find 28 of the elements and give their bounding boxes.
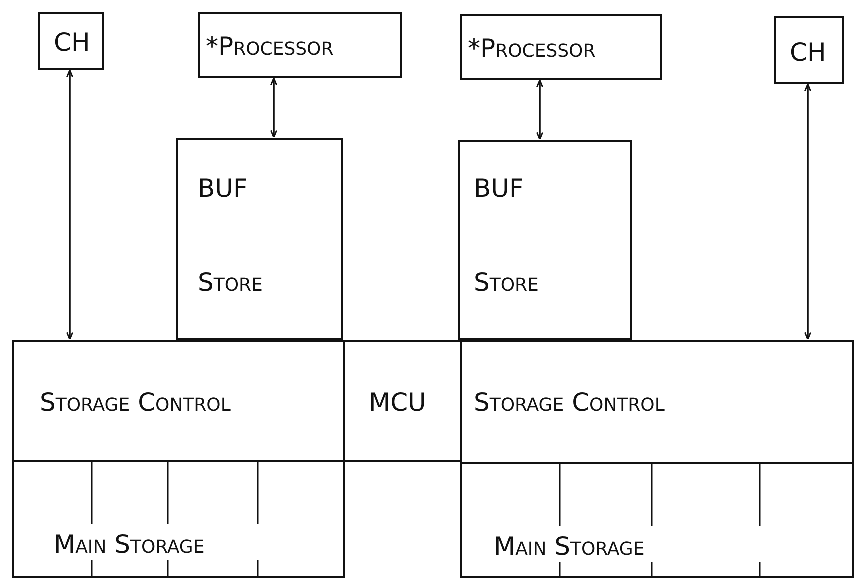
- block-label: Storage Control: [474, 390, 665, 415]
- block-label: Main Storage: [494, 534, 645, 559]
- block-label: Store: [198, 270, 263, 295]
- block-box: [458, 140, 632, 340]
- block-box: [460, 462, 854, 578]
- block-label: CH: [54, 30, 90, 55]
- block-label: BUF: [198, 176, 248, 201]
- block-label: Storage Control: [40, 390, 231, 415]
- block-box: [460, 340, 854, 464]
- block-box: [198, 12, 402, 78]
- double-arrow: [536, 80, 544, 140]
- block-label: BUF: [474, 176, 524, 201]
- block-box: [12, 460, 345, 578]
- block-box: [176, 138, 343, 340]
- block-box: [774, 16, 844, 84]
- block-box: [12, 340, 345, 462]
- block-box: [38, 12, 104, 70]
- block-label: Main Storage: [54, 532, 205, 557]
- block-label: CH: [790, 40, 826, 65]
- block-label: *Processor: [206, 34, 334, 59]
- double-arrow: [270, 78, 278, 138]
- block-label: Store: [474, 270, 539, 295]
- double-arrow: [804, 84, 812, 340]
- block-label: *Processor: [468, 36, 596, 61]
- block-box: [343, 340, 462, 462]
- double-arrow: [66, 70, 74, 340]
- block-box: [460, 14, 662, 80]
- block-label: MCU: [369, 390, 426, 415]
